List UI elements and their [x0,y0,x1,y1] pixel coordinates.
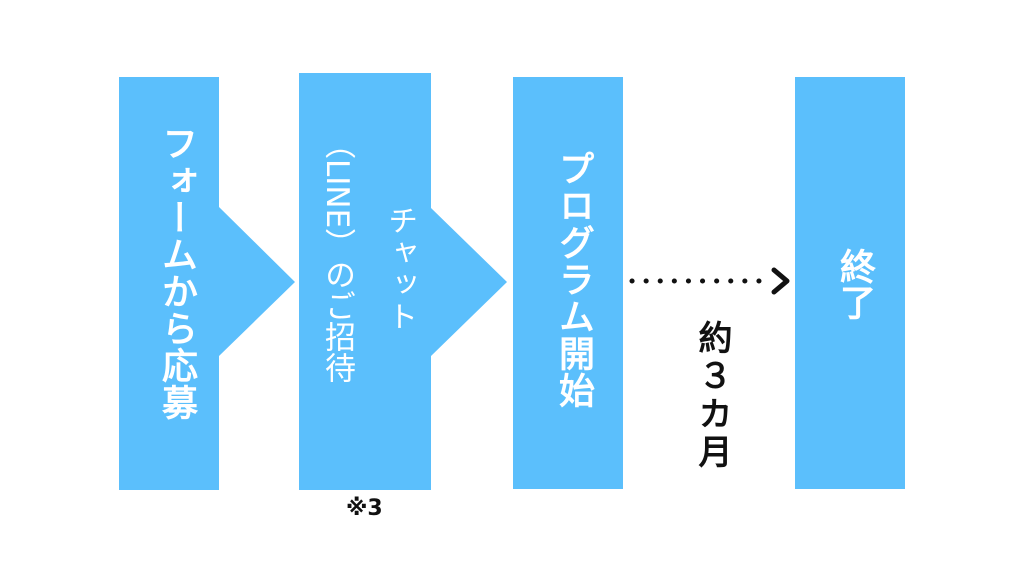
step-2-label-line1: チャット [382,205,417,333]
step-4-label: 終了 [834,248,875,320]
step-3-label: プログラム開始 [553,150,594,409]
step-1-box [119,77,295,490]
step-4-box [795,77,905,489]
duration-label: 約３カ月 [692,320,732,472]
step-1-label: フォームから応募 [156,125,197,421]
step-3-box [513,77,623,489]
step-2-box [299,73,507,490]
arrow-head-icon [771,267,790,295]
step-2-note: ※3 [346,496,383,521]
step-2-label-line2: （LINE）のご招待 [319,128,355,384]
